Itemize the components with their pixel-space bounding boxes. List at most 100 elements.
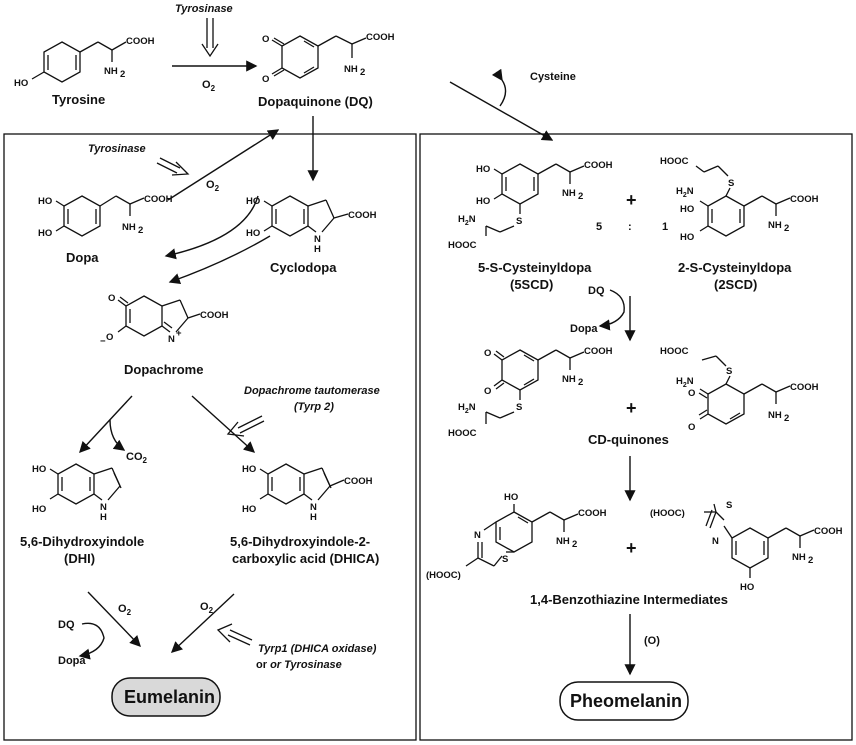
cooh-label: COOH	[126, 36, 155, 47]
nh2-label: NH	[122, 222, 136, 233]
ho-label: HO	[504, 492, 518, 503]
s-label: S	[516, 402, 522, 413]
dopa-label-right: Dopa	[570, 323, 598, 335]
open-arrowhead-dct	[226, 421, 245, 437]
ho-label: HO	[246, 196, 260, 207]
cooh-label: COOH	[366, 32, 395, 43]
open-arrowhead-left	[171, 161, 190, 176]
h2n-label: H2N	[458, 214, 476, 227]
ho-label: HO	[680, 232, 694, 243]
o2-dhi: O2	[118, 603, 132, 617]
dq-to-dopa-curve-left	[78, 622, 105, 660]
dhi-label-1: 5,6-Dihydroxyindole	[20, 534, 144, 549]
dq-to-dopa-curve-right	[598, 289, 625, 331]
enzyme-tyrosinase-left: Tyrosinase	[88, 143, 146, 155]
minus-charge: −	[100, 336, 106, 347]
nh2-label: NH	[556, 536, 570, 547]
dhica-label-1: 5,6-Dihydroxyindole-2-	[230, 534, 370, 549]
svg-text:2: 2	[138, 225, 143, 236]
nh2-label: NH	[768, 220, 782, 231]
ho-label: HO	[14, 78, 28, 89]
nh-label: N	[310, 502, 317, 513]
arrow-dhica-to-eumelanin	[170, 593, 235, 653]
cooh-label: COOH	[144, 194, 173, 205]
svg-text:2: 2	[572, 539, 577, 550]
o2-dhica: O2	[200, 601, 214, 615]
open-arrowhead-tyrp1	[216, 623, 233, 643]
ratio-1: 1	[662, 221, 668, 233]
svg-text:+: +	[176, 328, 182, 339]
dhi-structure: N H HO HO	[32, 463, 122, 523]
hooc-paren-label: (HOOC)	[426, 570, 461, 581]
cyclodopa-structure: N H COOH HO HO	[246, 195, 377, 255]
o-label: O	[262, 74, 269, 85]
cd-quinone-right-structure: S HOOC H2N O O COOH NH 2	[660, 346, 819, 433]
hooc-label: HOOC	[448, 428, 477, 439]
hooc-paren-label: (HOOC)	[650, 508, 685, 519]
ho-label: HO	[680, 204, 694, 215]
svg-text:2: 2	[784, 223, 789, 234]
o-label: O	[262, 34, 269, 45]
nh2-label: NH	[562, 188, 576, 199]
o-label: O	[484, 386, 491, 397]
dopa-label-left: Dopa	[58, 655, 86, 667]
nh2-sub: 2	[120, 69, 125, 80]
ho-label: HO	[476, 196, 490, 207]
o2-top: O2	[202, 79, 216, 93]
benzothiazine-label: 1,4-Benzothiazine Intermediates	[530, 592, 728, 607]
o2-left: O2	[206, 179, 220, 193]
s-label: S	[502, 554, 508, 565]
enzyme-tyrp1-2: or or Tyrosinase	[256, 659, 342, 671]
scd2-label-1: 2-S-Cysteinyldopa	[678, 260, 792, 275]
pheomelanin-label: Pheomelanin	[570, 691, 682, 711]
dopa-label: Dopa	[66, 250, 99, 265]
dhi-label-2: (DHI)	[64, 551, 95, 566]
o-label: O	[688, 388, 695, 399]
nh-label: N	[314, 234, 321, 245]
cyclodopa-label: Cyclodopa	[270, 260, 337, 275]
ho-label: HO	[242, 464, 256, 475]
cysteine-label: Cysteine	[530, 71, 576, 83]
pheomelanin-box	[559, 681, 689, 721]
dq-label-left: DQ	[58, 619, 75, 631]
ho-label: HO	[476, 164, 490, 175]
o-minus-label: O	[106, 332, 113, 343]
arrow-to-dhica	[191, 395, 256, 453]
cd-quinone-left-structure: O O COOH NH 2 S H2N HOOC	[448, 346, 613, 439]
h-label: H	[100, 512, 107, 523]
arrow-to-dopa-curve	[164, 195, 259, 260]
ho-label: HO	[32, 504, 46, 515]
o-label: O	[484, 348, 491, 359]
eumelanin-panel	[3, 133, 417, 741]
plus-sign-3: +	[626, 538, 637, 558]
h-label: H	[310, 512, 317, 523]
cooh-label: COOH	[200, 310, 229, 321]
o-label: O	[688, 422, 695, 433]
tyrosine-structure: HO COOH NH 2	[14, 36, 155, 89]
nh2-label: NH	[768, 410, 782, 421]
dopa-structure: HO HO COOH NH 2	[38, 194, 173, 239]
svg-text:2: 2	[784, 413, 789, 424]
pheomelanin-panel	[419, 133, 853, 741]
ratio-5: 5	[596, 221, 602, 233]
n-label: N	[474, 530, 481, 541]
h-label: H	[314, 244, 321, 255]
svg-text:2: 2	[808, 555, 813, 566]
cooh-label: COOH	[584, 160, 613, 171]
svg-text:2: 2	[578, 191, 583, 202]
cooh-label: COOH	[348, 210, 377, 221]
arrow-dopa-to-dq	[167, 129, 280, 201]
scd5-label-2: (5SCD)	[510, 277, 553, 292]
benzothiazine-right-structure: HO COOH NH 2 N S (HOOC)	[650, 500, 843, 593]
dhica-label-2: carboxylic acid (DHICA)	[232, 551, 379, 566]
nh2-label: NH	[104, 66, 118, 77]
dopaquinone-label: Dopaquinone (DQ)	[258, 94, 373, 109]
nh2-label: NH	[562, 374, 576, 385]
ratio-colon: :	[628, 221, 632, 233]
n-label: N	[712, 536, 719, 547]
nh-label: N	[100, 502, 107, 513]
arrow-dq-to-cysteinyldopa	[449, 81, 554, 141]
plus-sign-1: +	[626, 190, 637, 210]
nh2-label: NH	[792, 552, 806, 563]
